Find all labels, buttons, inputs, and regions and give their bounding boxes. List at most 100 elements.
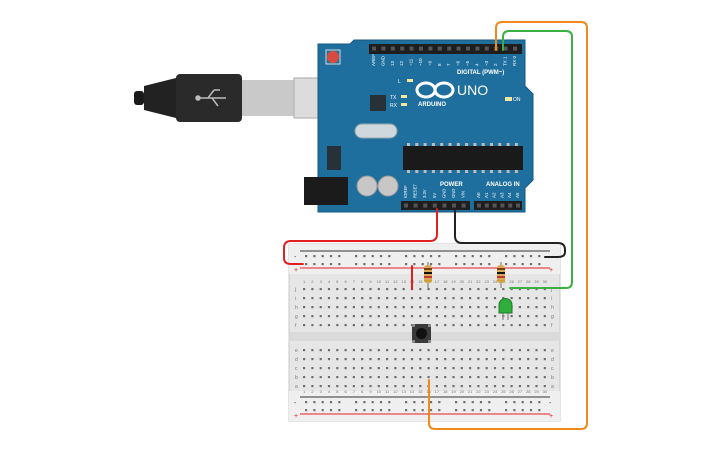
- rail-hole[interactable]: [488, 255, 491, 258]
- breadboard-hole[interactable]: [336, 385, 339, 388]
- green-led[interactable]: [498, 298, 513, 320]
- header-pin[interactable]: [442, 203, 447, 208]
- analog-header[interactable]: [474, 201, 522, 210]
- breadboard-hole[interactable]: [352, 297, 355, 300]
- breadboard-hole[interactable]: [502, 385, 505, 388]
- breadboard-hole[interactable]: [386, 297, 389, 300]
- breadboard-hole[interactable]: [435, 367, 438, 370]
- rail-hole[interactable]: [488, 409, 491, 412]
- breadboard-hole[interactable]: [369, 376, 372, 379]
- breadboard-hole[interactable]: [460, 367, 463, 370]
- breadboard-hole[interactable]: [352, 367, 355, 370]
- breadboard-hole[interactable]: [493, 358, 497, 361]
- wire-gnd-black[interactable]: [454, 208, 566, 258]
- breadboard-hole[interactable]: [435, 385, 438, 388]
- rail-hole[interactable]: [405, 255, 408, 258]
- rail-hole[interactable]: [413, 255, 416, 258]
- breadboard-hole[interactable]: [303, 315, 306, 318]
- rail-hole[interactable]: [438, 255, 441, 258]
- breadboard-hole[interactable]: [361, 315, 364, 318]
- breadboard-hole[interactable]: [485, 376, 488, 379]
- breadboard-hole[interactable]: [303, 358, 306, 361]
- breadboard-hole[interactable]: [485, 324, 488, 327]
- breadboard-hole[interactable]: [369, 367, 372, 370]
- breadboard-hole[interactable]: [510, 315, 513, 318]
- breadboard-hole[interactable]: [394, 315, 397, 318]
- breadboard-hole[interactable]: [327, 358, 331, 361]
- breadboard-hole[interactable]: [427, 358, 430, 361]
- rail-hole[interactable]: [413, 409, 416, 412]
- breadboard-hole[interactable]: [527, 306, 530, 309]
- breadboard-hole[interactable]: [319, 288, 322, 291]
- rail-hole[interactable]: [413, 401, 416, 404]
- rail-hole[interactable]: [321, 255, 324, 258]
- breadboard-hole[interactable]: [311, 315, 314, 318]
- breadboard-hole[interactable]: [336, 324, 339, 327]
- wire-pin3-orange[interactable]: [428, 21, 588, 430]
- breadboard-hole[interactable]: [435, 324, 438, 327]
- breadboard-hole[interactable]: [452, 385, 455, 388]
- breadboard-hole[interactable]: [419, 367, 422, 370]
- rail-hole[interactable]: [471, 255, 474, 258]
- breadboard-hole[interactable]: [402, 367, 405, 370]
- breadboard-hole[interactable]: [336, 288, 339, 291]
- breadboard-hole[interactable]: [543, 349, 546, 352]
- wire-pin2-green[interactable]: [502, 30, 573, 289]
- header-pin[interactable]: [390, 46, 395, 51]
- breadboard-hole[interactable]: [394, 367, 397, 370]
- rail-hole[interactable]: [379, 409, 383, 412]
- breadboard-hole[interactable]: [311, 367, 314, 370]
- breadboard-hole[interactable]: [394, 376, 397, 379]
- breadboard-hole[interactable]: [535, 376, 538, 379]
- breadboard-hole[interactable]: [469, 367, 472, 370]
- rail-hole[interactable]: [379, 401, 383, 404]
- header-pin[interactable]: [466, 46, 470, 51]
- breadboard-hole[interactable]: [493, 367, 497, 370]
- breadboard-hole[interactable]: [477, 376, 480, 379]
- rail-hole[interactable]: [388, 255, 391, 258]
- breadboard-hole[interactable]: [485, 315, 488, 318]
- rail-hole[interactable]: [371, 401, 374, 404]
- breadboard-hole[interactable]: [394, 306, 397, 309]
- breadboard-hole[interactable]: [435, 358, 438, 361]
- breadboard-hole[interactable]: [493, 288, 497, 291]
- breadboard-hole[interactable]: [527, 297, 530, 300]
- resistor-1[interactable]: [424, 262, 432, 288]
- rail-hole[interactable]: [505, 263, 508, 266]
- rail-hole[interactable]: [305, 409, 308, 412]
- header-pin[interactable]: [475, 46, 480, 51]
- breadboard-hole[interactable]: [377, 306, 380, 309]
- breadboard-hole[interactable]: [452, 297, 455, 300]
- pushbutton[interactable]: [412, 324, 431, 343]
- rail-hole[interactable]: [363, 409, 366, 412]
- breadboard-hole[interactable]: [460, 315, 463, 318]
- header-pin[interactable]: [513, 46, 517, 51]
- breadboard-hole[interactable]: [518, 385, 521, 388]
- breadboard-hole[interactable]: [361, 385, 364, 388]
- rail-hole[interactable]: [379, 263, 383, 266]
- rail-hole[interactable]: [513, 409, 516, 412]
- breadboard-hole[interactable]: [469, 315, 472, 318]
- rail-hole[interactable]: [321, 409, 324, 412]
- breadboard-hole[interactable]: [344, 385, 347, 388]
- breadboard-hole[interactable]: [410, 385, 414, 388]
- breadboard-hole[interactable]: [510, 367, 513, 370]
- breadboard-hole[interactable]: [477, 358, 480, 361]
- breadboard-hole[interactable]: [469, 376, 472, 379]
- rail-hole[interactable]: [429, 409, 433, 412]
- rail-hole[interactable]: [513, 263, 516, 266]
- breadboard-hole[interactable]: [444, 297, 447, 300]
- breadboard-hole[interactable]: [352, 306, 355, 309]
- rail-hole[interactable]: [455, 401, 458, 404]
- breadboard-hole[interactable]: [311, 376, 314, 379]
- rail-hole[interactable]: [488, 401, 491, 404]
- breadboard-hole[interactable]: [460, 349, 463, 352]
- header-pin[interactable]: [516, 203, 520, 208]
- breadboard-hole[interactable]: [452, 349, 455, 352]
- breadboard-hole[interactable]: [327, 385, 331, 388]
- breadboard-hole[interactable]: [518, 315, 521, 318]
- breadboard-hole[interactable]: [444, 306, 447, 309]
- breadboard-hole[interactable]: [460, 358, 463, 361]
- rail-hole[interactable]: [405, 263, 408, 266]
- breadboard-hole[interactable]: [303, 376, 306, 379]
